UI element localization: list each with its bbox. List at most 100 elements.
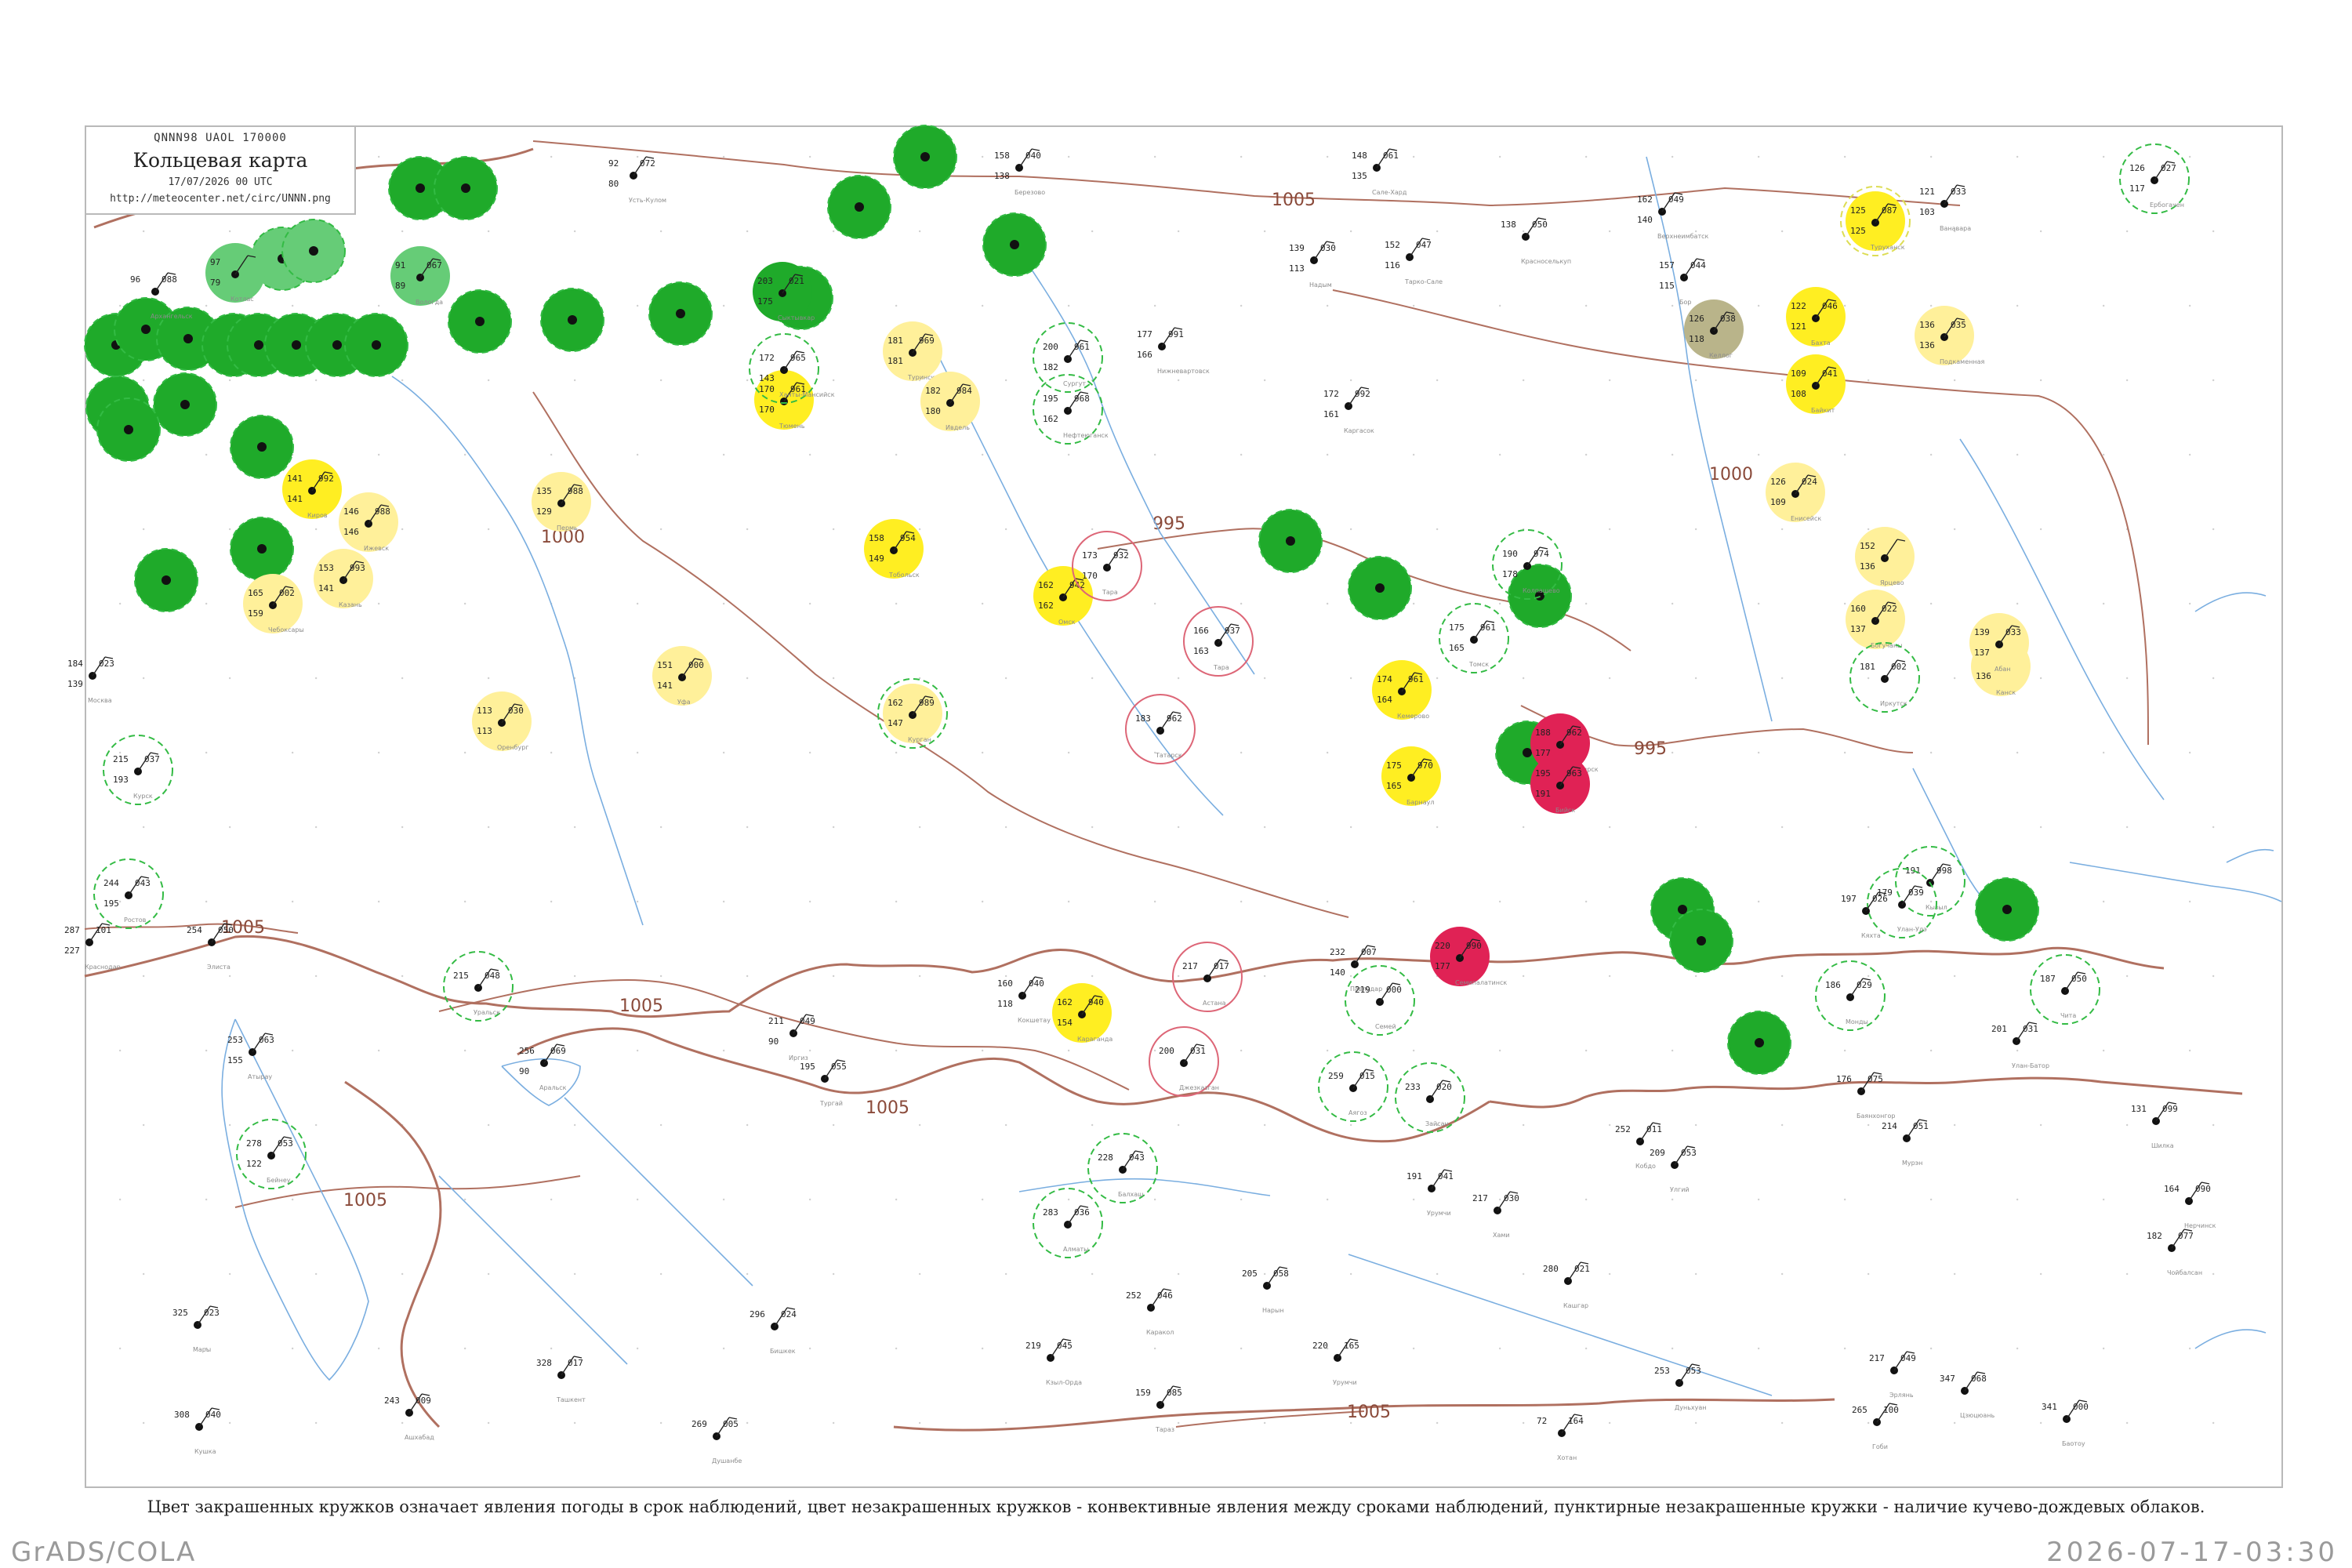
map-url[interactable]: http://meteocenter.net/circ/UNNN.png — [110, 193, 331, 205]
